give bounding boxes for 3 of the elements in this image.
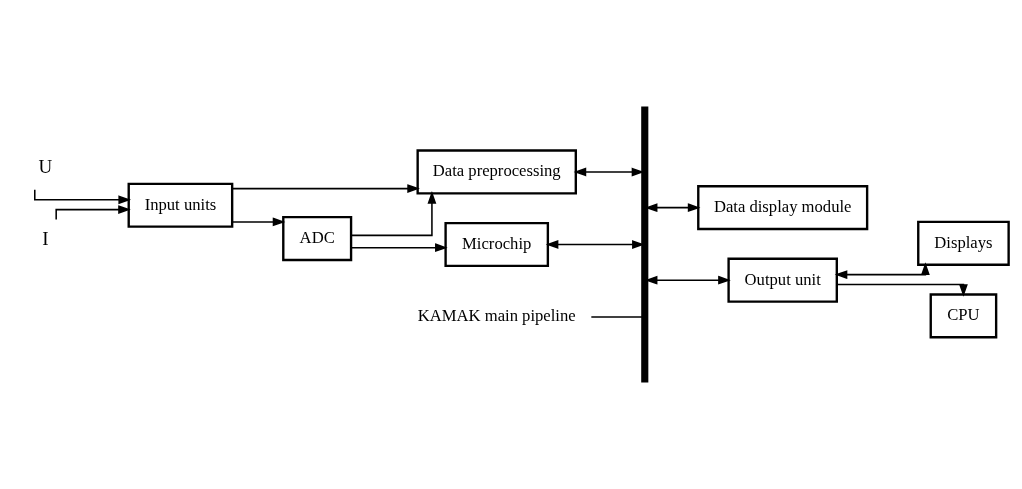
node-text: I: [42, 228, 49, 250]
node-text: KAMAK main pipeline: [417, 306, 576, 326]
node-text: U: [38, 155, 53, 177]
